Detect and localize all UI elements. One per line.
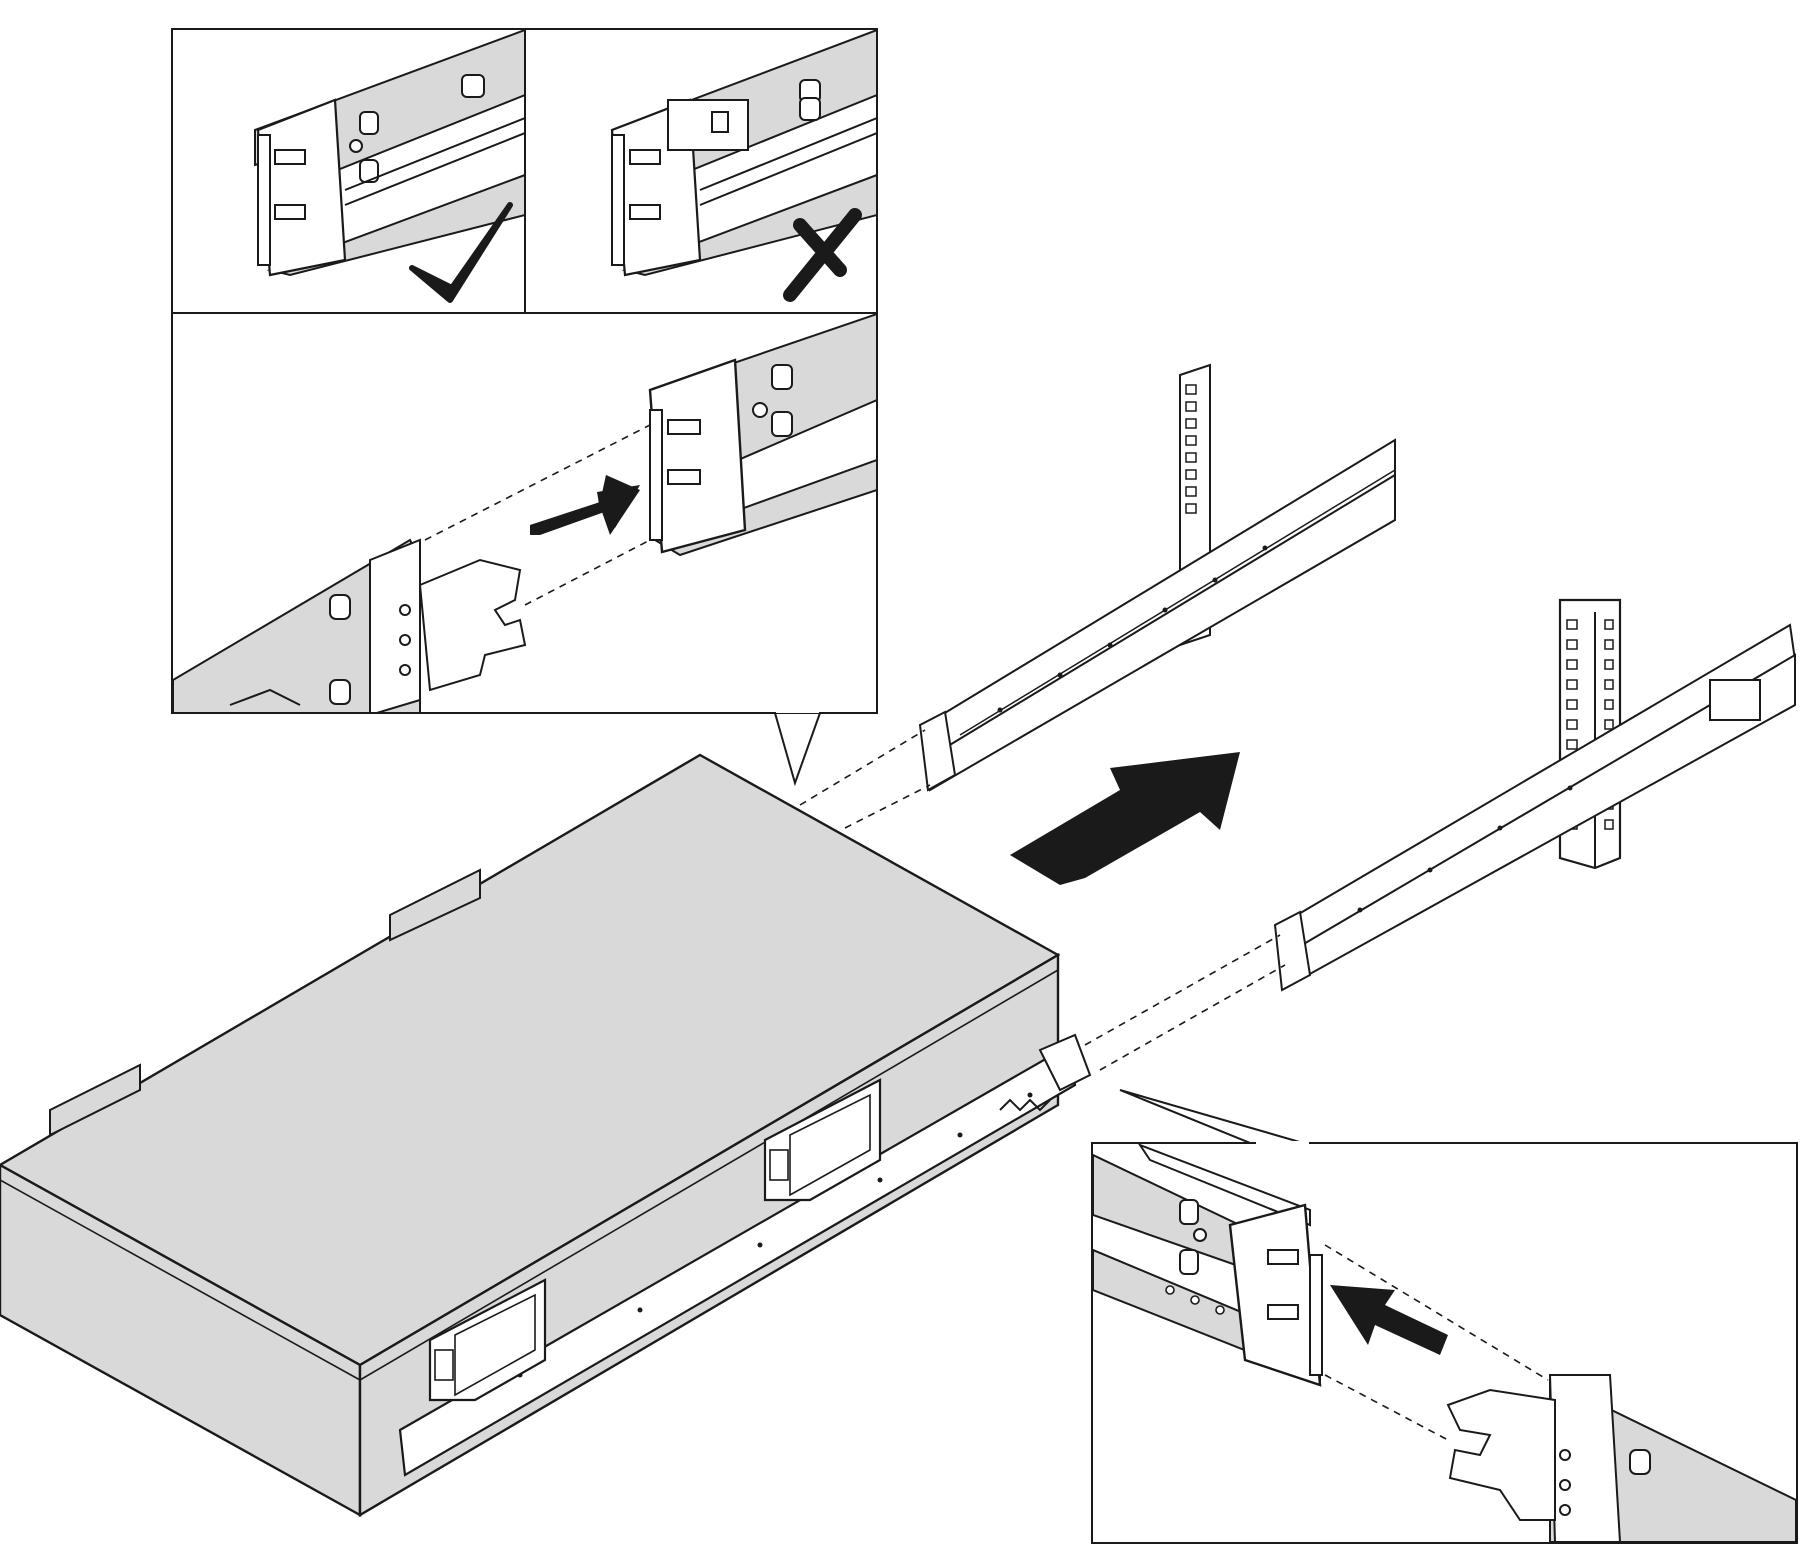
lower-rail: [1273, 623, 1797, 992]
incorrect-latch-panel: [610, 30, 876, 302]
upper-rail: [918, 438, 1396, 792]
check-icon: [409, 202, 513, 303]
bottom-callout: [1091, 1089, 1798, 1544]
server-side-rail: [398, 1033, 1092, 1477]
insert-arrow-detail: [1330, 1285, 1448, 1355]
cross-icon: [783, 208, 862, 302]
server-chassis: [0, 753, 1061, 1518]
server-front-handle-right: [763, 1078, 882, 1202]
front-bracket-insertion-detail: [173, 314, 876, 712]
server-front-handle-left: [428, 1278, 547, 1402]
correct-latch-panel: [254, 30, 524, 303]
alignment-guides: [799, 729, 1286, 1071]
push-direction-arrow: [1010, 752, 1240, 885]
